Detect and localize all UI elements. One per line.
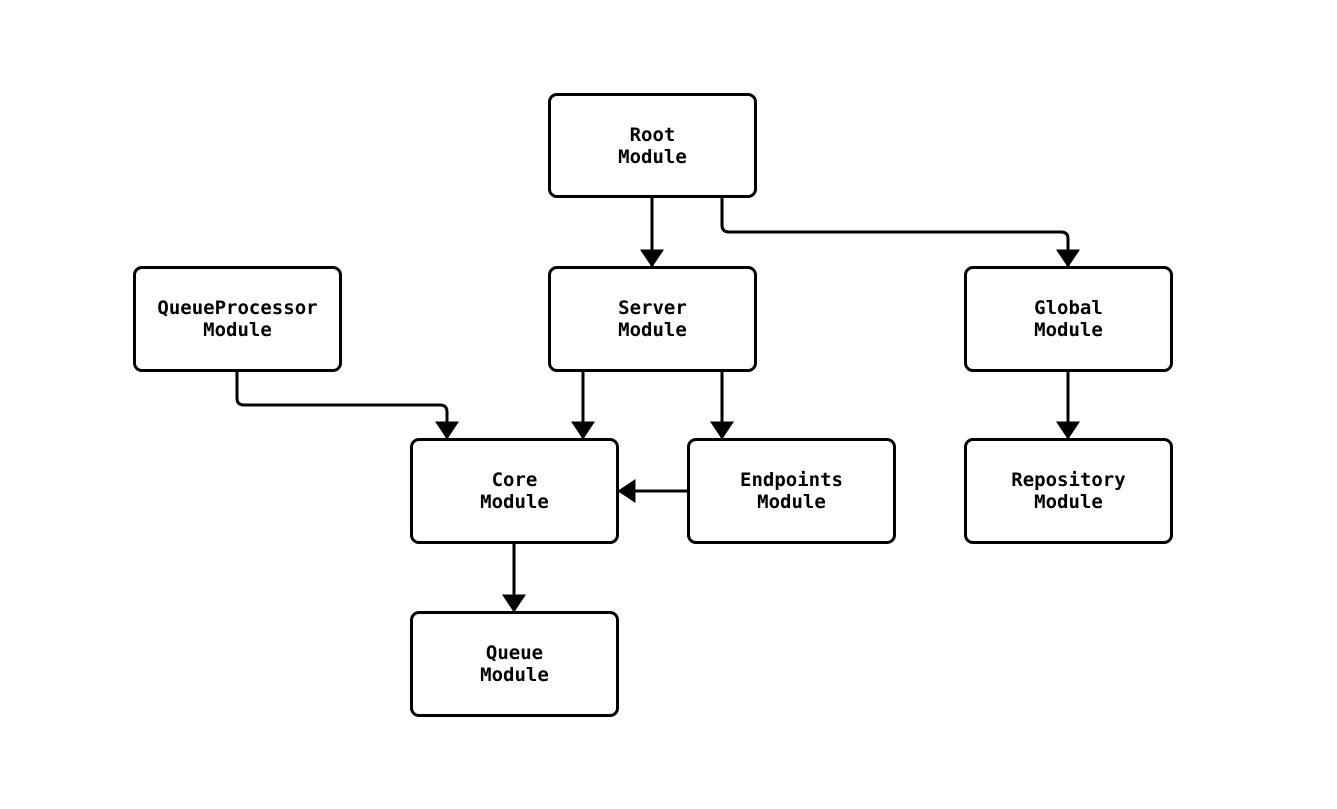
module-node-global: Global Module bbox=[964, 266, 1173, 372]
edge-root-to-global bbox=[720, 198, 1080, 268]
edge-queueprocessor-to-core bbox=[235, 372, 459, 440]
module-node-label: QueueProcessor Module bbox=[157, 297, 318, 341]
module-node-endpoints: Endpoints Module bbox=[687, 438, 896, 544]
module-node-label: Server Module bbox=[618, 297, 687, 341]
module-node-queue: Queue Module bbox=[410, 611, 619, 717]
module-node-server: Server Module bbox=[548, 266, 757, 372]
module-node-label: Queue Module bbox=[480, 642, 549, 686]
module-node-label: Endpoints Module bbox=[740, 469, 843, 513]
module-node-label: Global Module bbox=[1034, 297, 1103, 341]
module-node-repository: Repository Module bbox=[964, 438, 1173, 544]
module-node-core: Core Module bbox=[410, 438, 619, 544]
module-node-root: Root Module bbox=[548, 93, 757, 198]
module-node-queueprocessor: QueueProcessor Module bbox=[133, 266, 342, 372]
module-node-label: Core Module bbox=[480, 469, 549, 513]
module-node-label: Root Module bbox=[618, 123, 687, 168]
module-node-label: Repository Module bbox=[1011, 469, 1126, 513]
